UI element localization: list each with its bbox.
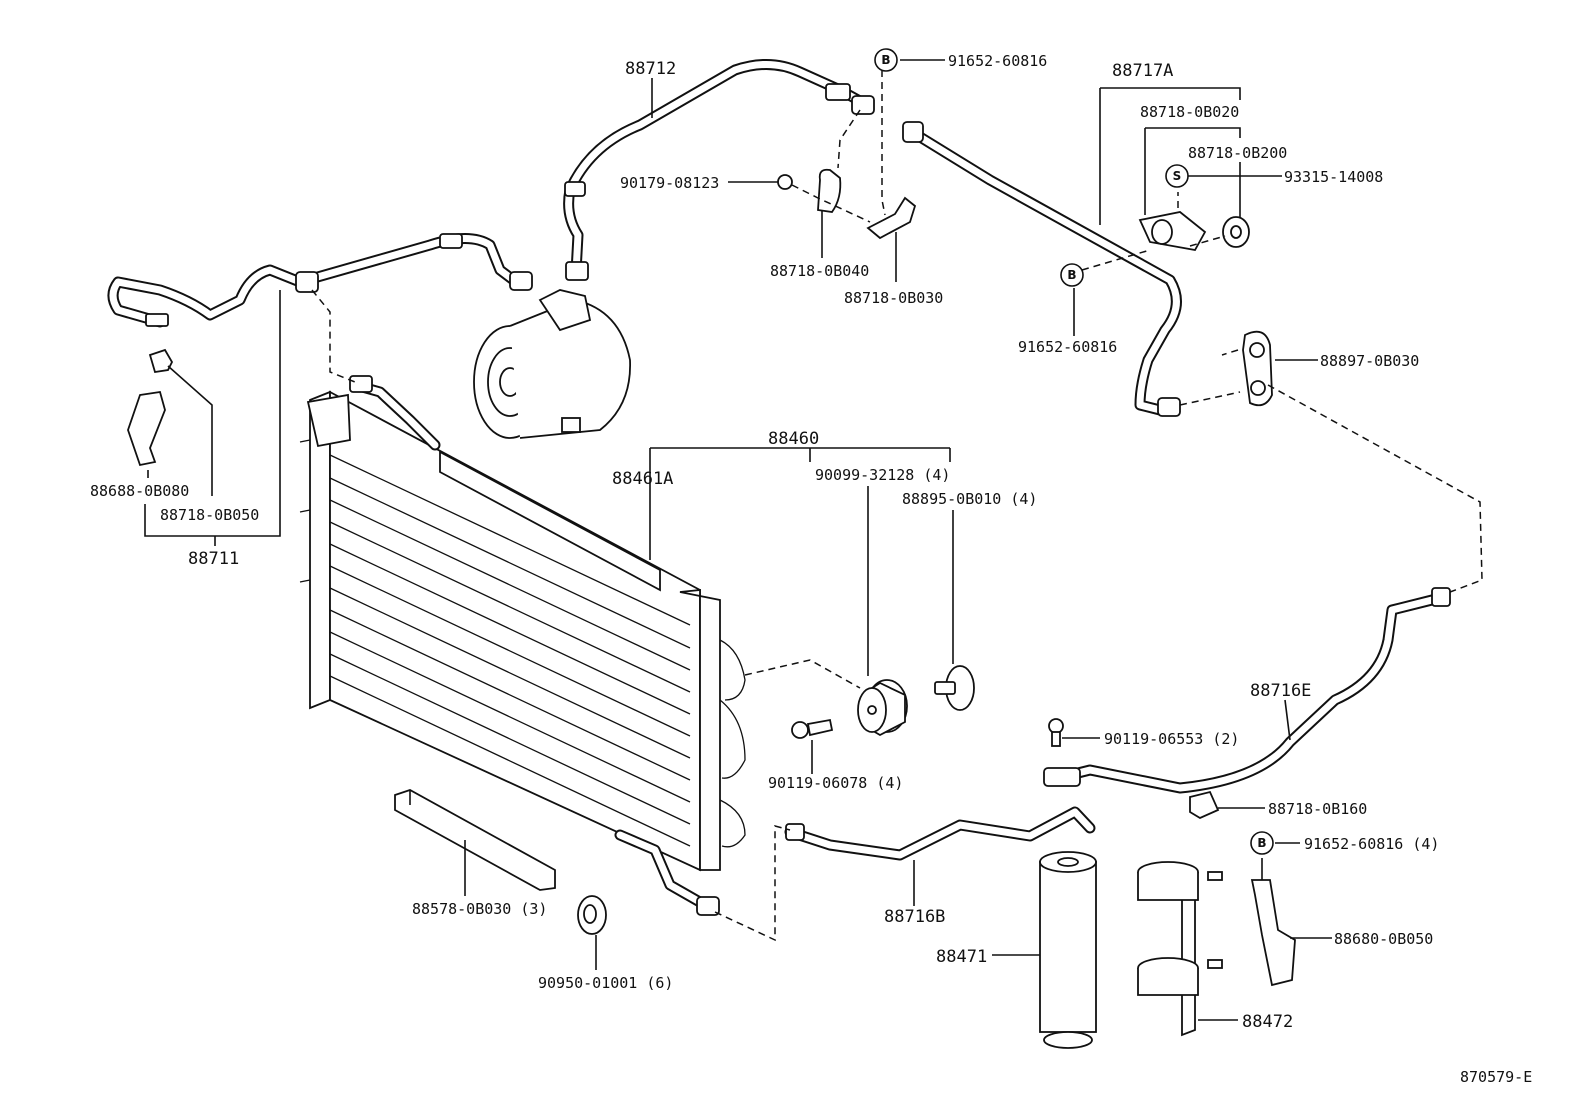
label-88711: 88711 <box>188 549 239 569</box>
grommet-90950-01001 <box>577 895 607 935</box>
label-90119-06553: 90119-06553 (2) <box>1104 730 1239 748</box>
label-88461a: 88461A <box>612 469 673 489</box>
pipe-88716b <box>784 806 1096 861</box>
pipe-88716e <box>1043 587 1451 794</box>
hose-88712 <box>563 58 875 281</box>
label-88717a: 88717A <box>1112 61 1173 81</box>
leader-lines <box>144 59 1332 1021</box>
cushion-90099-32128 <box>857 679 908 737</box>
badge-s: S <box>1165 164 1189 188</box>
label-88460: 88460 <box>768 429 819 449</box>
pipe-88711 <box>107 233 533 328</box>
badge-b-mid: B <box>1060 263 1084 287</box>
svg-text:B: B <box>1257 836 1266 850</box>
seal-88578-0b030 <box>394 789 556 891</box>
label-91652-60816-top: 91652-60816 <box>948 52 1047 70</box>
label-88718-0b020: 88718-0B020 <box>1140 103 1239 121</box>
label-90119-06078: 90119-06078 (4) <box>768 774 903 792</box>
label-88718-0b200: 88718-0B200 <box>1188 144 1287 162</box>
svg-text:S: S <box>1173 169 1182 183</box>
badge-b-bottom: B <box>1250 831 1274 855</box>
hose-88717a <box>902 121 1182 417</box>
bracket-88680-0b050 <box>1250 879 1296 987</box>
bolt-90119-06078 <box>791 718 834 739</box>
bushing-88895-0b010 <box>934 665 975 711</box>
label-88472: 88472 <box>1242 1012 1293 1032</box>
assembly-dashes <box>311 70 1483 942</box>
receiver-dryer-88471 <box>1039 851 1097 1049</box>
label-88680-0b050: 88680-0B050 <box>1334 930 1433 948</box>
label-88471: 88471 <box>936 947 987 967</box>
bolt-90119-06553 <box>1048 718 1064 747</box>
label-88688-0b080: 88688-0B080 <box>90 482 189 500</box>
badge-b-top: B <box>874 48 898 72</box>
nut-90179-08123 <box>777 174 793 190</box>
label-88578-0b030: 88578-0B030 (3) <box>412 900 547 918</box>
svg-text:B: B <box>1067 268 1076 282</box>
label-88718-0b030: 88718-0B030 <box>844 289 943 307</box>
bracket-88718-0b030 <box>866 196 917 240</box>
label-88897-0b030: 88897-0B030 <box>1320 352 1419 370</box>
ac-compressor <box>473 289 631 439</box>
condenser-88461a <box>299 375 746 916</box>
label-90179-08123: 90179-08123 <box>620 174 719 192</box>
label-91652-60816-mid: 91652-60816 <box>1018 338 1117 356</box>
label-88718-0b160: 88718-0B160 <box>1268 800 1367 818</box>
label-88718-0b040: 88718-0B040 <box>770 262 869 280</box>
clamp-88718-0b050 <box>148 348 174 374</box>
plate-88897-0b030 <box>1242 330 1273 407</box>
bracket-88688-0b080 <box>127 390 166 467</box>
label-93315-14008: 93315-14008 <box>1284 168 1383 186</box>
label-88716b: 88716B <box>884 907 945 927</box>
svg-text:B: B <box>881 53 890 67</box>
label-88712: 88712 <box>625 59 676 79</box>
condenser-fins <box>329 454 691 847</box>
clamp-88718-0b040 <box>817 168 842 213</box>
bracket-88472 <box>1137 861 1223 1037</box>
label-88895-0b010: 88895-0B010 (4) <box>902 490 1037 508</box>
label-88718-0b050: 88718-0B050 <box>160 506 259 524</box>
label-90950-01001: 90950-01001 (6) <box>538 974 673 992</box>
label-91652-60816-bottom: 91652-60816 (4) <box>1304 835 1439 853</box>
label-90099-32128: 90099-32128 (4) <box>815 466 950 484</box>
cushion-88718-0b200 <box>1222 216 1250 248</box>
part-labels: 88712 91652-60816 88717A 88718-0B020 887… <box>90 52 1532 1086</box>
clip-88718-0b160 <box>1189 790 1220 820</box>
diagram-code: 870579-E <box>1460 1068 1532 1086</box>
clamp-88718-0b020 <box>1138 211 1207 251</box>
label-88716e: 88716E <box>1250 681 1311 701</box>
